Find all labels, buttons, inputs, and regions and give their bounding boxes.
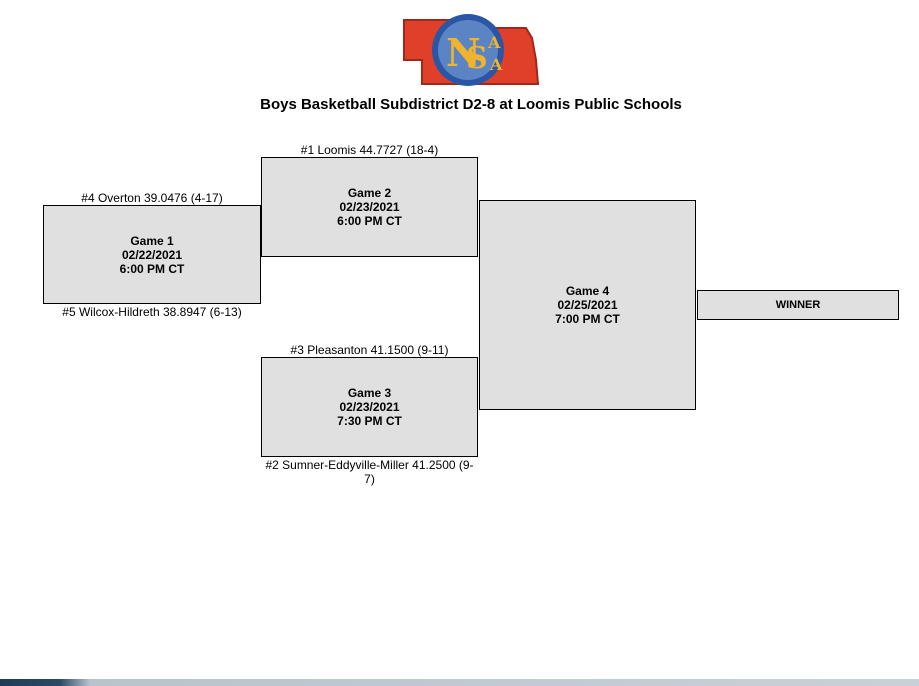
game3-label: Game 3 <box>347 386 392 400</box>
game3-bottom-team: #2 Sumner-Eddyville-Miller 41.2500 (9- 7… <box>261 458 478 486</box>
svg-text:N: N <box>446 30 481 75</box>
game2-time: 6:00 PM CT <box>337 214 402 228</box>
svg-text:S: S <box>466 41 488 76</box>
game2-date: 02/23/2021 <box>339 200 400 214</box>
viewer-bottom-bar <box>0 679 919 686</box>
game4-box: Game 4 02/25/2021 7:00 PM CT <box>479 200 696 410</box>
winner-box: WINNER <box>697 290 899 320</box>
game3-bottom-team-line1: #2 Sumner-Eddyville-Miller 41.2500 (9- <box>265 458 474 472</box>
game1-box: Game 1 02/22/2021 6:00 PM CT <box>43 205 261 304</box>
winner-label: WINNER <box>775 299 821 311</box>
game3-date: 02/23/2021 <box>339 400 400 414</box>
game3-top-team: #3 Pleasanton 41.1500 (9-11) <box>290 343 449 357</box>
game4-time: 7:00 PM CT <box>555 312 620 326</box>
game1-time: 6:00 PM CT <box>119 261 185 276</box>
game1-date: 02/22/2021 <box>121 247 183 262</box>
game1-bottom-team: #5 Wilcox-Hildreth 38.8947 (6-13) <box>62 305 242 319</box>
game3-time: 7:30 PM CT <box>337 414 402 428</box>
game2-box: Game 2 02/23/2021 6:00 PM CT <box>261 157 478 257</box>
game1-top-team: #4 Overton 39.0476 (4-17) <box>81 191 223 205</box>
game3-box: Game 3 02/23/2021 7:30 PM CT <box>261 357 478 457</box>
game1-label: Game 1 <box>130 233 174 248</box>
svg-text:A: A <box>489 55 503 74</box>
game2-label: Game 2 <box>347 186 392 200</box>
game4-label: Game 4 <box>565 284 610 298</box>
game2-top-team: #1 Loomis 44.7727 (18-4) <box>300 143 439 157</box>
nsaa-logo: N S A A <box>402 8 540 90</box>
svg-text:A: A <box>487 33 501 52</box>
page-title: Boys Basketball Subdistrict D2-8 at Loom… <box>260 96 682 113</box>
game4-date: 02/25/2021 <box>557 298 618 312</box>
game3-bottom-team-line2: 7) <box>364 472 375 486</box>
